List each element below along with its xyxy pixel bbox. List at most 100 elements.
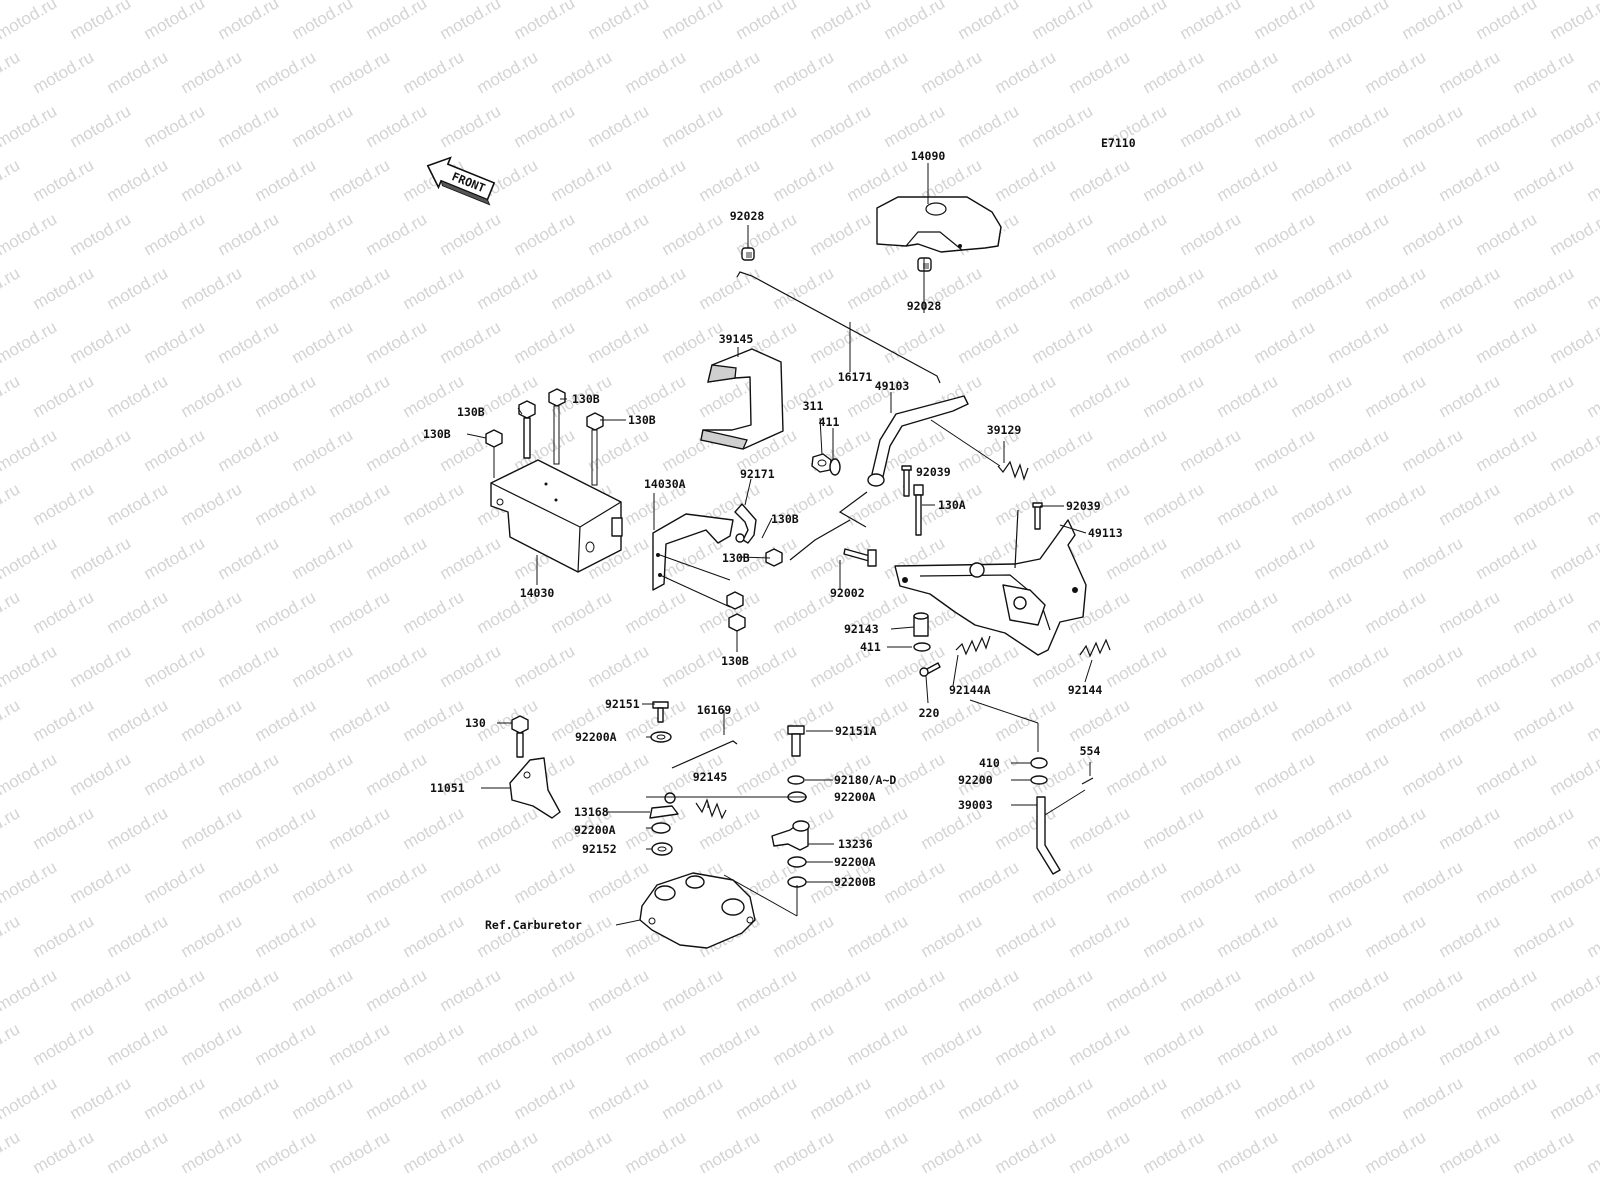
watermark-text: motod.ru bbox=[141, 749, 209, 799]
watermark-text: motod.ru bbox=[1584, 371, 1600, 421]
watermark-text: motod.ru bbox=[0, 479, 23, 529]
watermark-text: motod.ru bbox=[1103, 209, 1171, 259]
watermark-text: motod.ru bbox=[1399, 209, 1467, 259]
watermark-text: motod.ru bbox=[437, 0, 505, 43]
callout-92144a: 92144A bbox=[949, 683, 991, 697]
rod-16171-illustration bbox=[736, 271, 941, 384]
watermark-text: motod.ru bbox=[104, 263, 172, 313]
watermark-text: motod.ru bbox=[918, 1019, 986, 1069]
watermark-text: motod.ru bbox=[585, 425, 653, 475]
watermark-text: motod.ru bbox=[622, 47, 690, 97]
watermark-text: motod.ru bbox=[215, 0, 283, 43]
watermark-text: motod.ru bbox=[548, 587, 616, 637]
watermark-text: motod.ru bbox=[400, 479, 468, 529]
callout-49113: 49113 bbox=[1088, 526, 1123, 540]
watermark-text: motod.ru bbox=[1325, 0, 1393, 43]
watermark-text: motod.ru bbox=[363, 101, 431, 151]
cover-14090-illustration bbox=[876, 196, 1002, 253]
watermark-text: motod.ru bbox=[252, 695, 320, 745]
guide-13168-illustration bbox=[649, 792, 679, 819]
callout-92200a-c: 92200A bbox=[574, 823, 616, 837]
watermark-text: motod.ru bbox=[1584, 803, 1600, 853]
watermark-text: motod.ru bbox=[1103, 857, 1171, 907]
watermark-text: motod.ru bbox=[1325, 425, 1393, 475]
watermark-text: motod.ru bbox=[1288, 47, 1356, 97]
watermark-text: motod.ru bbox=[1066, 911, 1134, 961]
watermark-text: motod.ru bbox=[1436, 155, 1504, 205]
watermark-text: motod.ru bbox=[1177, 965, 1245, 1015]
watermark-text: motod.ru bbox=[1436, 263, 1504, 313]
watermark-text: motod.ru bbox=[30, 371, 98, 421]
watermark-text: motod.ru bbox=[511, 641, 579, 691]
watermark-text: motod.ru bbox=[289, 749, 357, 799]
watermark-text: motod.ru bbox=[1251, 209, 1319, 259]
watermark-text: motod.ru bbox=[1584, 155, 1600, 205]
watermark-text: motod.ru bbox=[0, 857, 60, 907]
watermark-text: motod.ru bbox=[511, 317, 579, 367]
watermark-text: motod.ru bbox=[363, 1073, 431, 1123]
watermark-text: motod.ru bbox=[1473, 857, 1541, 907]
watermark-text: motod.ru bbox=[474, 1127, 542, 1177]
watermark-text: motod.ru bbox=[1103, 1073, 1171, 1123]
watermark-text: motod.ru bbox=[1288, 479, 1356, 529]
watermark-text: motod.ru bbox=[1473, 641, 1541, 691]
callout-411-lower: 411 bbox=[860, 640, 881, 654]
callout-11051: 11051 bbox=[430, 781, 465, 795]
watermark-text: motod.ru bbox=[252, 1019, 320, 1069]
watermark-text: motod.ru bbox=[252, 1127, 320, 1177]
watermark-text: motod.ru bbox=[1362, 695, 1430, 745]
watermark-text: motod.ru bbox=[511, 965, 579, 1015]
callout-92028-lower: 92028 bbox=[907, 299, 942, 313]
watermark-text: motod.ru bbox=[0, 425, 60, 475]
watermark-text: motod.ru bbox=[548, 1127, 616, 1177]
watermark-text: motod.ru bbox=[178, 155, 246, 205]
watermark-text: motod.ru bbox=[326, 803, 394, 853]
watermark-text: motod.ru bbox=[955, 965, 1023, 1015]
watermark-text: motod.ru bbox=[1140, 587, 1208, 637]
watermark-text: motod.ru bbox=[1066, 1127, 1134, 1177]
watermark-text: motod.ru bbox=[1473, 0, 1541, 43]
watermark-text: motod.ru bbox=[326, 587, 394, 637]
watermark-text: motod.ru bbox=[326, 1019, 394, 1069]
watermark-text: motod.ru bbox=[992, 1127, 1060, 1177]
watermark-text: motod.ru bbox=[104, 1127, 172, 1177]
watermark-text: motod.ru bbox=[215, 857, 283, 907]
watermark-text: motod.ru bbox=[1140, 1127, 1208, 1177]
watermark-text: motod.ru bbox=[659, 101, 727, 151]
watermark-text: motod.ru bbox=[1399, 0, 1467, 43]
watermark-text: motod.ru bbox=[1288, 371, 1356, 421]
callout-16169: 16169 bbox=[697, 703, 732, 717]
bolt-130b-side1-illustration bbox=[735, 533, 783, 567]
watermark-text: motod.ru bbox=[0, 749, 60, 799]
watermark-text: motod.ru bbox=[1325, 965, 1393, 1015]
watermark-text: motod.ru bbox=[289, 857, 357, 907]
watermark-text: motod.ru bbox=[844, 479, 912, 529]
watermark-text: motod.ru bbox=[1140, 479, 1208, 529]
callout-311: 311 bbox=[803, 399, 824, 413]
watermark-text: motod.ru bbox=[1177, 641, 1245, 691]
watermark-text: motod.ru bbox=[1103, 533, 1171, 583]
watermark-text: motod.ru bbox=[1510, 371, 1578, 421]
watermark-text: motod.ru bbox=[1436, 911, 1504, 961]
watermark-text: motod.ru bbox=[0, 101, 60, 151]
watermark-text: motod.ru bbox=[1547, 101, 1600, 151]
watermark-text: motod.ru bbox=[1510, 1127, 1578, 1177]
watermark-text: motod.ru bbox=[30, 47, 98, 97]
watermark-text: motod.ru bbox=[1399, 749, 1467, 799]
watermark-text: motod.ru bbox=[1510, 263, 1578, 313]
watermark-text: motod.ru bbox=[67, 533, 135, 583]
watermark-text: motod.ru bbox=[770, 1019, 838, 1069]
watermark-text: motod.ru bbox=[1473, 425, 1541, 475]
diagram-code: E7110 bbox=[1101, 136, 1136, 150]
callout-130b-b: 130B bbox=[457, 405, 485, 419]
watermark-text: motod.ru bbox=[585, 749, 653, 799]
watermark-text: motod.ru bbox=[992, 803, 1060, 853]
watermark-text: motod.ru bbox=[1473, 209, 1541, 259]
watermark-text: motod.ru bbox=[0, 911, 23, 961]
watermark-text: motod.ru bbox=[733, 0, 801, 43]
watermark-text: motod.ru bbox=[215, 749, 283, 799]
watermark-text: motod.ru bbox=[474, 1019, 542, 1069]
watermark-text: motod.ru bbox=[1547, 317, 1600, 367]
watermark-text: motod.ru bbox=[0, 371, 23, 421]
watermark-text: motod.ru bbox=[844, 263, 912, 313]
